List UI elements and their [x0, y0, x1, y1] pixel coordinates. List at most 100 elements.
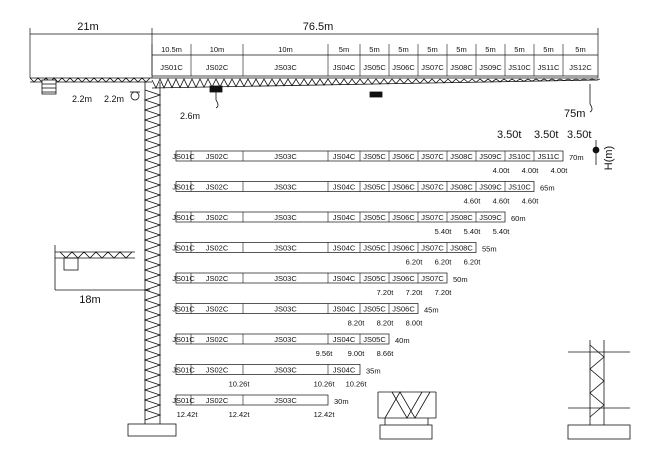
config-jib-box: [175, 333, 390, 345]
config-section-label: JS02C: [206, 213, 229, 222]
counterweight: [41, 79, 57, 95]
section-label: JS06C: [392, 63, 415, 72]
config-section-label: JS01C: [172, 274, 195, 283]
offset-label: 2.6m: [180, 111, 200, 121]
config-jib-box: [175, 181, 535, 192]
config-section-label: JS01C: [172, 213, 195, 222]
config-section-label: JS06C: [392, 213, 415, 222]
config-length-label: 55m: [482, 245, 497, 254]
section-label: JS05C: [363, 63, 386, 72]
config-section-label: JS03C: [274, 335, 297, 344]
config-section-label: JS07C: [421, 274, 444, 283]
base-detail-2: [567, 340, 631, 440]
config-load-label: 8.00t: [406, 319, 424, 328]
config-section-label: JS01C: [172, 305, 195, 314]
counter-jib-length-label: 18m: [79, 294, 100, 306]
config-length-label: 40m: [395, 336, 410, 345]
config-section-label: JS05C: [363, 213, 386, 222]
section-label: JS04C: [333, 63, 356, 72]
config-section-label: JS09C: [479, 183, 502, 192]
config-load-label: 5.40t: [435, 227, 453, 236]
config-length-label: 45m: [424, 306, 439, 315]
config-section-label: JS07C: [421, 183, 444, 192]
segment-length-label: 10m: [278, 45, 293, 54]
config-section-label: JS04C: [333, 213, 356, 222]
base-detail-1: [377, 391, 437, 440]
section-label: JS07C: [421, 63, 444, 72]
config-length-label: 35m: [366, 367, 381, 376]
config-length-label: 65m: [540, 184, 555, 193]
config-section-label: JS06C: [392, 274, 415, 283]
config-load-label: 9.00t: [348, 349, 366, 358]
config-section-label: JS09C: [479, 213, 502, 222]
config-load-label: 7.20t: [435, 288, 453, 297]
section-label: JS01C: [160, 63, 183, 72]
config-section-label: JS02C: [206, 152, 229, 161]
top-dimension-lines: [29, 28, 599, 78]
config-load-label: 8.20t: [377, 319, 395, 328]
tip-load-label: 3.50t: [567, 129, 591, 141]
config-load-label: 6.20t: [406, 258, 424, 267]
config-section-label: JS08C: [450, 152, 473, 161]
config-section-label: JS03C: [274, 366, 297, 375]
config-section-label: JS04C: [333, 366, 356, 375]
config-load-label: 6.20t: [435, 258, 453, 267]
config-section-label: JS11C: [538, 152, 561, 161]
tip-load-label: 3.50t: [534, 129, 558, 141]
config-load-label: 5.40t: [493, 227, 511, 236]
section-label: JS03C: [274, 63, 297, 72]
config-load-label: 12.42t: [177, 410, 199, 419]
config-section-label: JS06C: [392, 305, 415, 314]
config-section-label: JS05C: [363, 152, 386, 161]
section-label: JS09C: [479, 63, 502, 72]
config-load-label: 10.26t: [314, 380, 336, 389]
config-load-label: 6.20t: [464, 258, 482, 267]
config-section-label: JS07C: [421, 213, 444, 222]
config-section-label: JS08C: [450, 213, 473, 222]
height-label-1: 2.2m: [72, 94, 92, 104]
section-label: JS11C: [538, 63, 561, 72]
config-section-label: JS03C: [274, 305, 297, 314]
config-section-label: JS05C: [363, 183, 386, 192]
config-section-label: JS07C: [421, 152, 444, 161]
config-section-label: JS06C: [392, 244, 415, 253]
config-load-label: 7.20t: [406, 288, 424, 297]
segment-length-label: 5m: [575, 45, 585, 54]
config-load-label: 9.56t: [316, 349, 334, 358]
jib-truss: [29, 77, 601, 89]
config-section-label: JS02C: [206, 305, 229, 314]
config-section-label: JS02C: [206, 274, 229, 283]
config-load-label: 4.00t: [522, 166, 540, 175]
segment-length-label: 5m: [427, 45, 437, 54]
config-section-label: JS01C: [172, 366, 195, 375]
config-jib-box: [175, 394, 329, 406]
section-label: JS12C: [569, 63, 592, 72]
config-section-label: JS01C: [172, 335, 195, 344]
tip-loads: 3.50t 3.50t 3.50t: [497, 129, 591, 141]
segment-length-label: 5m: [485, 45, 495, 54]
config-load-label: 4.00t: [493, 166, 511, 175]
config-section-label: JS08C: [450, 244, 473, 253]
config-length-label: 70m: [569, 153, 584, 162]
config-section-label: JS04C: [333, 335, 356, 344]
config-jib-box: [175, 364, 361, 375]
config-load-label: 12.42t: [229, 410, 251, 419]
height-label-2: 2.2m: [104, 94, 124, 104]
jib-total-label: 76.5m: [303, 21, 334, 33]
config-section-label: JS06C: [392, 152, 415, 161]
config-load-label: 4.60t: [464, 197, 482, 206]
config-section-label: JS06C: [392, 183, 415, 192]
config-section-label: JS10C: [508, 152, 531, 161]
config-section-label: JS03C: [274, 244, 297, 253]
config-jib-box: [175, 303, 419, 314]
